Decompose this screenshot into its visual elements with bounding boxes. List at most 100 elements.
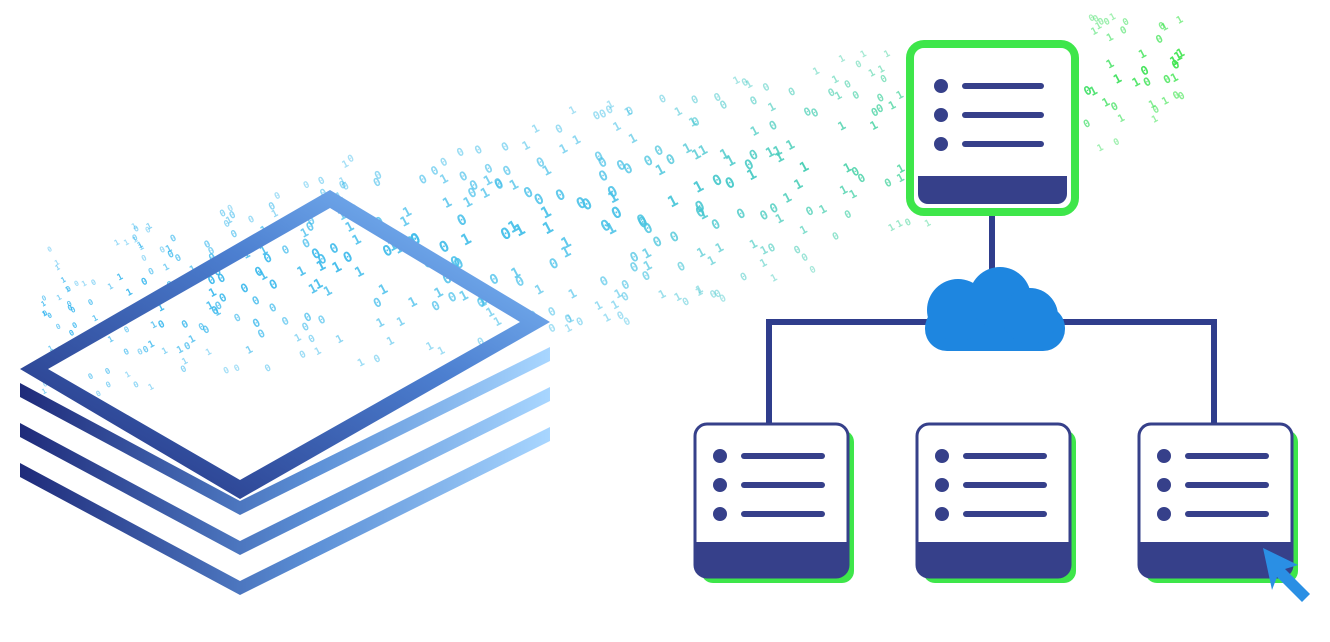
binary-digit: 0 (1157, 20, 1168, 33)
binary-digit: 1 (533, 282, 547, 299)
server-bullet (713, 507, 727, 521)
binary-digit: 0 (740, 76, 751, 90)
binary-digit: 1 (1175, 14, 1185, 27)
binary-digit: 0 (158, 245, 167, 256)
server-line (741, 511, 825, 517)
binary-digit: 1 (556, 140, 570, 157)
binary-digit: 1 (145, 221, 154, 232)
binary-digit: 0 (708, 288, 719, 302)
binary-digit: 0 (250, 293, 263, 309)
binary-digit: 0 (436, 237, 453, 257)
binary-digit: 0 (454, 211, 470, 230)
binary-digit: 0 (843, 79, 854, 92)
binary-digit: 1 (187, 334, 197, 347)
binary-digit: 0 (94, 388, 103, 398)
binary-digit: 1 (124, 286, 134, 299)
binary-digit: 1 (665, 191, 682, 211)
binary-digit: 0 (168, 232, 178, 245)
binary-digit: 0 (574, 314, 586, 329)
binary-digit: 1 (744, 78, 755, 92)
binary-digit: 0 (157, 319, 168, 332)
binary-digit: 0 (183, 340, 193, 353)
binary-digit: 0 (132, 223, 141, 234)
binary-digit: 0 (73, 279, 81, 289)
binary-digit: 0 (131, 379, 140, 390)
binary-digit: 0 (1171, 89, 1182, 103)
server-bullet (935, 478, 949, 492)
binary-digit: 0 (261, 249, 275, 266)
binary-digit: 1 (1104, 56, 1117, 72)
binary-digit: 0 (341, 249, 356, 267)
binary-digit: 0 (316, 312, 328, 327)
binary-digit: 1 (567, 104, 578, 118)
binary-digit: 0 (327, 240, 342, 258)
server-icon (693, 422, 854, 583)
binary-digit: 0 (279, 242, 292, 258)
binary-digit: 0 (229, 228, 239, 241)
binary-digit: 0 (300, 320, 312, 335)
binary-digit: 1 (90, 312, 99, 323)
binary-digit: 0 (546, 321, 558, 336)
binary-digit: 0 (808, 264, 818, 277)
binary-digit: 0 (650, 233, 665, 251)
binary-digit: 0 (71, 320, 80, 330)
binary-digit: 1 (116, 272, 125, 283)
binary-digit: 0 (903, 217, 913, 230)
binary-digit: 0 (222, 218, 232, 231)
server-icon (1137, 422, 1298, 583)
server-base (1139, 542, 1292, 577)
binary-digit: 1 (106, 333, 115, 344)
binary-digit: 1 (1150, 113, 1160, 126)
binary-digit: 1 (539, 217, 556, 238)
binary-digit: 1 (530, 121, 542, 136)
binary-digit: 1 (830, 74, 841, 87)
binary-digit: 0 (473, 143, 485, 158)
binary-digit: 1 (894, 218, 904, 231)
binary-digit: 1 (1094, 20, 1104, 33)
binary-digit: 0 (140, 276, 150, 289)
binary-digit: 1 (106, 281, 115, 292)
binary-digit: 0 (748, 93, 760, 108)
binary-digit: 1 (1111, 71, 1124, 87)
binary-digit: 0 (667, 228, 682, 246)
binary-digit: 1 (565, 285, 579, 302)
server-list-lines (934, 79, 1044, 151)
binary-digit: 0 (54, 321, 62, 331)
stack-layer-top-frame (20, 190, 550, 499)
binary-digit: 1 (604, 97, 616, 112)
binary-digit: 1 (758, 256, 770, 271)
binary-digit: 0 (197, 321, 207, 334)
binary-digit: 0 (46, 310, 54, 320)
binary-digit: 0 (843, 208, 854, 222)
binary-digit: 0 (722, 174, 738, 193)
binary-digit: 0 (689, 92, 701, 107)
binary-digit: 1 (784, 137, 798, 154)
binary-digit: 0 (173, 252, 183, 265)
binary-digit: 1 (1136, 46, 1149, 62)
binary-digit: 0 (854, 58, 864, 71)
binary-digit: 1 (1095, 142, 1105, 155)
binary-digit: 1 (882, 48, 892, 61)
binary-digit: 0 (68, 328, 77, 338)
binary-digit: 1 (64, 284, 73, 294)
binary-digit: 0 (232, 311, 243, 325)
binary-digit: 1 (352, 263, 367, 281)
mouse-cursor-icon (1263, 548, 1310, 602)
binary-digit: 0 (41, 380, 48, 389)
binary-digit: 0 (179, 364, 188, 375)
server-bullet (1157, 507, 1171, 521)
binary-digit: 0 (337, 179, 348, 193)
binary-digit: 0 (218, 208, 228, 221)
stack-layer-upper (20, 347, 550, 515)
binary-digit: 1 (867, 118, 880, 134)
binary-digit: 0 (553, 186, 569, 205)
binary-digit: 0 (206, 250, 218, 265)
binary-digit: 0 (680, 295, 691, 309)
binary-digit: 1 (338, 175, 348, 188)
binary-digit: 1 (656, 287, 668, 302)
binary-digit: 1 (55, 292, 64, 302)
server-icon (915, 422, 1076, 583)
binary-digit: 0 (1102, 16, 1112, 29)
binary-digit: 0 (65, 299, 74, 309)
binary-digit: 0 (233, 363, 242, 374)
